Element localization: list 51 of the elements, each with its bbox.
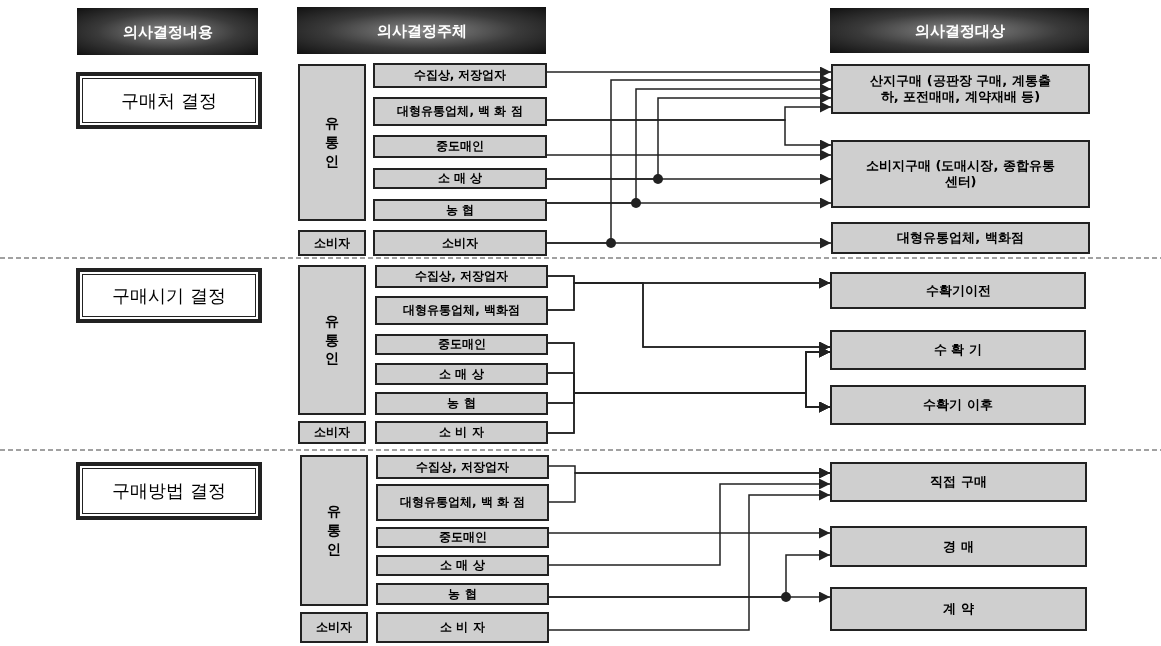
decision-box: 구매시기 결정 (76, 268, 262, 323)
decision-box: 구매처 결정 (76, 72, 262, 129)
connector-arrow (546, 92, 832, 180)
connector-arrow (546, 149, 832, 161)
column-header: 의사결정주체 (297, 7, 546, 54)
actor-box: 소 비 자 (375, 421, 548, 444)
column-header: 의사결정대상 (830, 8, 1089, 53)
actor-box: 소 매 상 (373, 168, 547, 189)
actor-box: 농 협 (376, 583, 549, 605)
connector-arrow (548, 527, 831, 539)
actor-box: 대형유통업체, 백 화 점 (373, 97, 547, 126)
actor-box: 소비자 (298, 421, 366, 444)
actor-box: 소 매 상 (375, 363, 548, 385)
connector-arrow (546, 66, 832, 78)
connector-arrow (547, 392, 831, 434)
actor-box: 소비자 (298, 230, 366, 256)
actor-box: 중도매인 (376, 527, 549, 548)
target-box: 대형유통업체, 백화점 (831, 222, 1090, 254)
actor-box: 대형유통업체, 백화점 (375, 296, 548, 325)
connector-arrow (548, 549, 831, 598)
actor-box: 중도매인 (373, 135, 547, 158)
actor-box: 농 협 (375, 392, 548, 415)
column-header: 의사결정내용 (77, 8, 258, 55)
target-box: 소비지구매 (도매시장, 종합유통센터) (831, 140, 1090, 208)
decision-box: 구매방법 결정 (76, 462, 262, 520)
target-box: 수확기이전 (830, 272, 1086, 309)
target-box: 산지구매 (공판장 구매, 계통출하, 포전매매, 계약재배 등) (831, 64, 1090, 114)
group-band: 유통인 (298, 265, 366, 415)
actor-box: 농 협 (373, 199, 547, 221)
connector-arrow (546, 74, 832, 244)
target-box: 수 확 기 (830, 330, 1086, 370)
actor-box: 소비자 (373, 230, 547, 256)
connector-arrow (546, 83, 832, 204)
group-band: 유통인 (300, 455, 368, 606)
actor-box: 소 매 상 (376, 555, 549, 576)
target-box: 경 매 (830, 526, 1087, 567)
target-box: 수확기 이후 (830, 385, 1086, 425)
connector-arrow (548, 467, 831, 503)
target-box: 계 약 (830, 587, 1087, 631)
actor-box: 소비자 (300, 612, 368, 643)
connector-arrow (548, 489, 831, 631)
actor-box: 수집상, 저장업자 (373, 63, 547, 88)
target-box: 직접 구매 (830, 462, 1087, 502)
actor-box: 수집상, 저장업자 (375, 265, 548, 288)
connector-arrow (546, 119, 832, 151)
group-band: 유통인 (298, 64, 366, 221)
actor-box: 소 비 자 (376, 612, 549, 643)
connector-arrow (548, 478, 831, 566)
actor-box: 대형유통업체, 백 화 점 (376, 484, 549, 521)
actor-box: 중도매인 (375, 334, 548, 355)
actor-box: 수집상, 저장업자 (376, 455, 549, 479)
